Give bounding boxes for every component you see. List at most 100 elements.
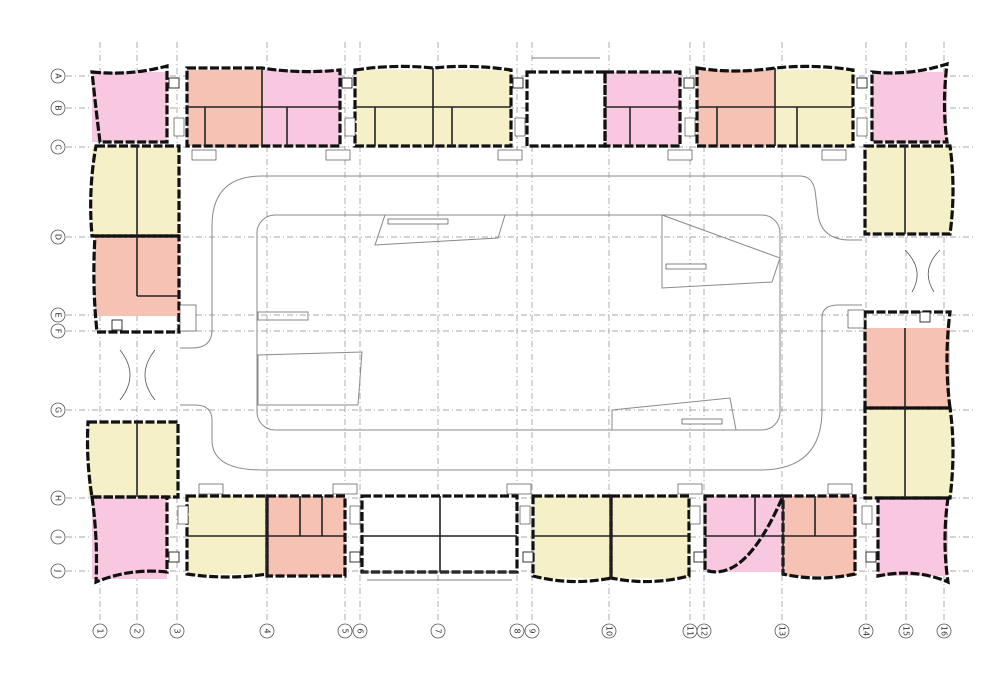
room-pink	[878, 498, 948, 576]
grid-row-label: J	[54, 569, 63, 572]
stair-icon	[173, 117, 185, 137]
stair-icon	[519, 505, 531, 525]
grid-column-label: 1	[96, 628, 105, 633]
room-salmon	[697, 70, 775, 146]
grid-row-label: E	[54, 312, 63, 317]
grid-bubble-column: 1	[92, 623, 108, 639]
room-yellow	[865, 408, 952, 498]
grid-bubble-row: E	[50, 307, 66, 323]
lift-icon	[168, 77, 180, 89]
grid-bubble-row: H	[50, 490, 66, 506]
grid-row-label: D	[54, 234, 63, 240]
room-yellow	[611, 496, 689, 578]
grid-bubble-column: 6	[352, 623, 368, 639]
grid-bubble-row: G	[50, 402, 66, 418]
entrance-steps	[506, 483, 532, 495]
entrance-steps	[191, 149, 217, 161]
grid-row-label: I	[54, 536, 63, 538]
lift-icon	[168, 551, 180, 563]
room-yellow	[187, 496, 267, 574]
room-pink	[92, 497, 167, 579]
grid-column-label: 16	[940, 626, 949, 636]
stair-icon	[689, 505, 701, 525]
lift-icon	[683, 77, 695, 89]
entrance-steps	[198, 483, 224, 495]
grid-bubble-row: D	[50, 229, 66, 245]
grid-bubble-column: 3	[169, 623, 185, 639]
grid-column-label: 2	[133, 628, 142, 633]
stair-icon	[349, 505, 361, 525]
lift-icon	[111, 319, 123, 331]
grid-column-label: 10	[605, 626, 614, 636]
room-yellow	[92, 146, 179, 236]
lift-icon	[341, 77, 353, 89]
grid-bubble-column: 12	[696, 623, 712, 639]
room-lobby	[527, 72, 605, 146]
grid-column-label: 11	[686, 626, 695, 636]
room-yellow	[433, 70, 511, 146]
grid-bubble-column: 13	[774, 623, 790, 639]
stair-icon	[177, 505, 189, 525]
room-salmon	[187, 70, 262, 146]
grid-bubble-column: 14	[858, 623, 874, 639]
passage-arcs	[119, 249, 941, 401]
entrance-steps	[497, 149, 523, 161]
grid-row-label: B	[54, 105, 63, 111]
room-pink	[872, 72, 947, 142]
grid-row-label: A	[54, 73, 63, 79]
stair-icon	[179, 304, 197, 332]
grid-bubble-column: 8	[509, 623, 525, 639]
room-yellow	[533, 496, 611, 578]
grid-column-label: 14	[862, 626, 871, 636]
lift-icon	[919, 311, 931, 323]
grid-bubble-column: 16	[936, 623, 952, 639]
entrance-steps	[827, 483, 853, 495]
grid-bubble-column: 2	[129, 623, 145, 639]
grid-bubble-column: 15	[898, 623, 914, 639]
grid-column-label: 3	[173, 628, 182, 633]
grid-row-label: F	[54, 329, 63, 334]
interior-partitions	[136, 57, 906, 581]
entrance-steps	[332, 483, 358, 495]
lift-icon	[349, 551, 361, 563]
grid-row-label: H	[54, 495, 63, 501]
stair-icon	[344, 117, 356, 137]
entrance-steps	[677, 483, 703, 495]
entrance-steps	[667, 149, 693, 161]
grid-row-label: C	[54, 144, 63, 150]
lift-icon	[512, 77, 524, 89]
grid-bubble-column: 4	[259, 623, 275, 639]
lift-icon	[856, 77, 868, 89]
grid-column-label: 7	[434, 628, 443, 633]
grid-column-label: 13	[778, 626, 787, 636]
grid-column-label: 9	[528, 628, 537, 633]
grid-bubble-column: 11	[682, 623, 698, 639]
grid-row-label: G	[54, 407, 63, 413]
lift-icon	[865, 551, 877, 563]
grid-bubble-row: B	[50, 100, 66, 116]
grid-bubble-row: A	[50, 68, 66, 84]
entrance-steps	[325, 149, 351, 161]
room-salmon	[865, 328, 950, 408]
room-yellow	[88, 422, 178, 497]
stair-icon	[856, 117, 868, 137]
grid-bubble-row: I	[50, 529, 66, 545]
room-pink	[605, 72, 680, 146]
room-yellow	[355, 70, 433, 146]
grid-bubble-column: 5	[337, 623, 353, 639]
grid-bubble-column: 10	[601, 623, 617, 639]
grid-column-label: 15	[902, 626, 911, 636]
stair-icon	[514, 117, 526, 137]
grid-bubble-column: 7	[430, 623, 446, 639]
grid-bubble-row: C	[50, 139, 66, 155]
grid-bubble-column: 9	[524, 623, 540, 639]
grid-bubble-row: J	[50, 563, 66, 579]
stair-icon	[684, 117, 696, 137]
lift-icon	[693, 551, 705, 563]
grid-column-label: 4	[263, 628, 272, 633]
grid-column-label: 5	[341, 628, 350, 633]
entrance-steps	[821, 149, 847, 161]
room-yellow	[865, 146, 952, 234]
